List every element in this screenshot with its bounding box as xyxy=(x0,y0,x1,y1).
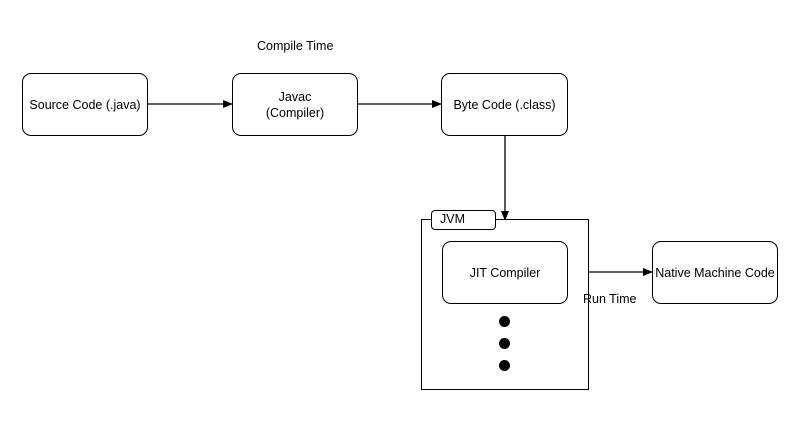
run-time-label: Run Time xyxy=(583,292,637,306)
javac-compiler-node: Javac (Compiler) xyxy=(232,73,358,136)
javac-label: Javac xyxy=(278,89,312,104)
jit-compiler-node: JIT Compiler xyxy=(442,241,568,304)
native-machine-code-label: Native Machine Code xyxy=(655,265,775,280)
native-machine-code-node: Native Machine Code xyxy=(652,241,778,304)
compile-time-label: Compile Time xyxy=(257,39,334,53)
byte-code-node: Byte Code (.class) xyxy=(441,73,568,136)
ellipsis-dot-2 xyxy=(499,338,510,349)
javac-compiler-sublabel: (Compiler) xyxy=(265,105,325,120)
ellipsis-dot-1 xyxy=(499,316,510,327)
byte-code-label: Byte Code (.class) xyxy=(453,97,556,112)
jvm-tab-label: JVM xyxy=(431,210,496,230)
source-code-node: Source Code (.java) xyxy=(22,73,148,136)
source-code-label: Source Code (.java) xyxy=(29,97,141,112)
jit-compiler-label: JIT Compiler xyxy=(469,265,541,280)
ellipsis-dot-3 xyxy=(499,360,510,371)
